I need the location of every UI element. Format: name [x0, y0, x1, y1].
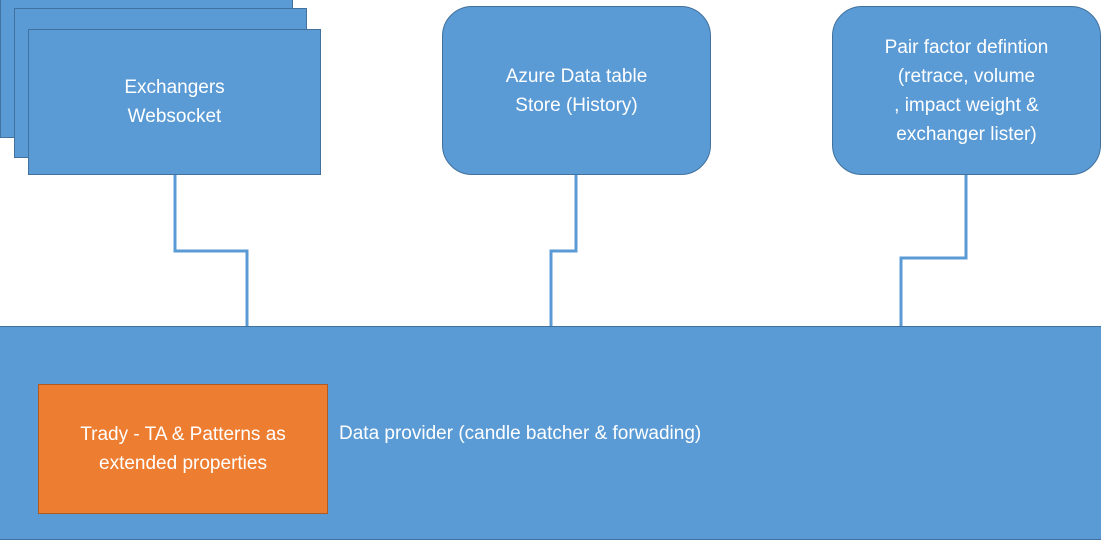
exchangers-label-line-2: Websocket	[127, 106, 222, 127]
exchangers-websocket-box: Exchangers Websocket	[28, 29, 321, 175]
data-provider-label: Data provider (candle batcher & forwadin…	[339, 423, 702, 444]
trady-label-line-1: Trady - TA & Patterns as	[80, 424, 286, 445]
trady-ta-patterns-box: Trady - TA & Patterns as extended proper…	[38, 384, 328, 514]
connector-exchangers-to-provider	[173, 175, 249, 326]
connector-pair-factor-to-provider	[899, 175, 968, 326]
trady-label-line-2: extended properties	[99, 453, 267, 474]
pair-factor-label-line-3: , impact weight &	[894, 94, 1039, 116]
pair-factor-definition-label: Pair factor defintion (retrace, volume ,…	[885, 33, 1049, 149]
pair-factor-definition-box: Pair factor defintion (retrace, volume ,…	[832, 6, 1101, 175]
azure-label-line-1: Azure Data table	[505, 65, 648, 87]
exchangers-label-line-1: Exchangers	[124, 77, 225, 98]
pair-factor-label-line-1: Pair factor defintion	[884, 36, 1049, 58]
azure-data-table-store-box: Azure Data table Store (History)	[442, 6, 711, 175]
azure-data-table-store-label: Azure Data table Store (History)	[506, 62, 648, 120]
trady-ta-patterns-label: Trady - TA & Patterns as extended proper…	[80, 420, 286, 478]
azure-label-line-2: Store (History)	[515, 94, 638, 116]
exchangers-websocket-label: Exchangers Websocket	[124, 73, 224, 131]
pair-factor-label-line-4: exchanger lister)	[896, 123, 1037, 145]
connector-azure-to-provider	[549, 175, 578, 326]
pair-factor-label-line-2: (retrace, volume	[897, 65, 1036, 87]
